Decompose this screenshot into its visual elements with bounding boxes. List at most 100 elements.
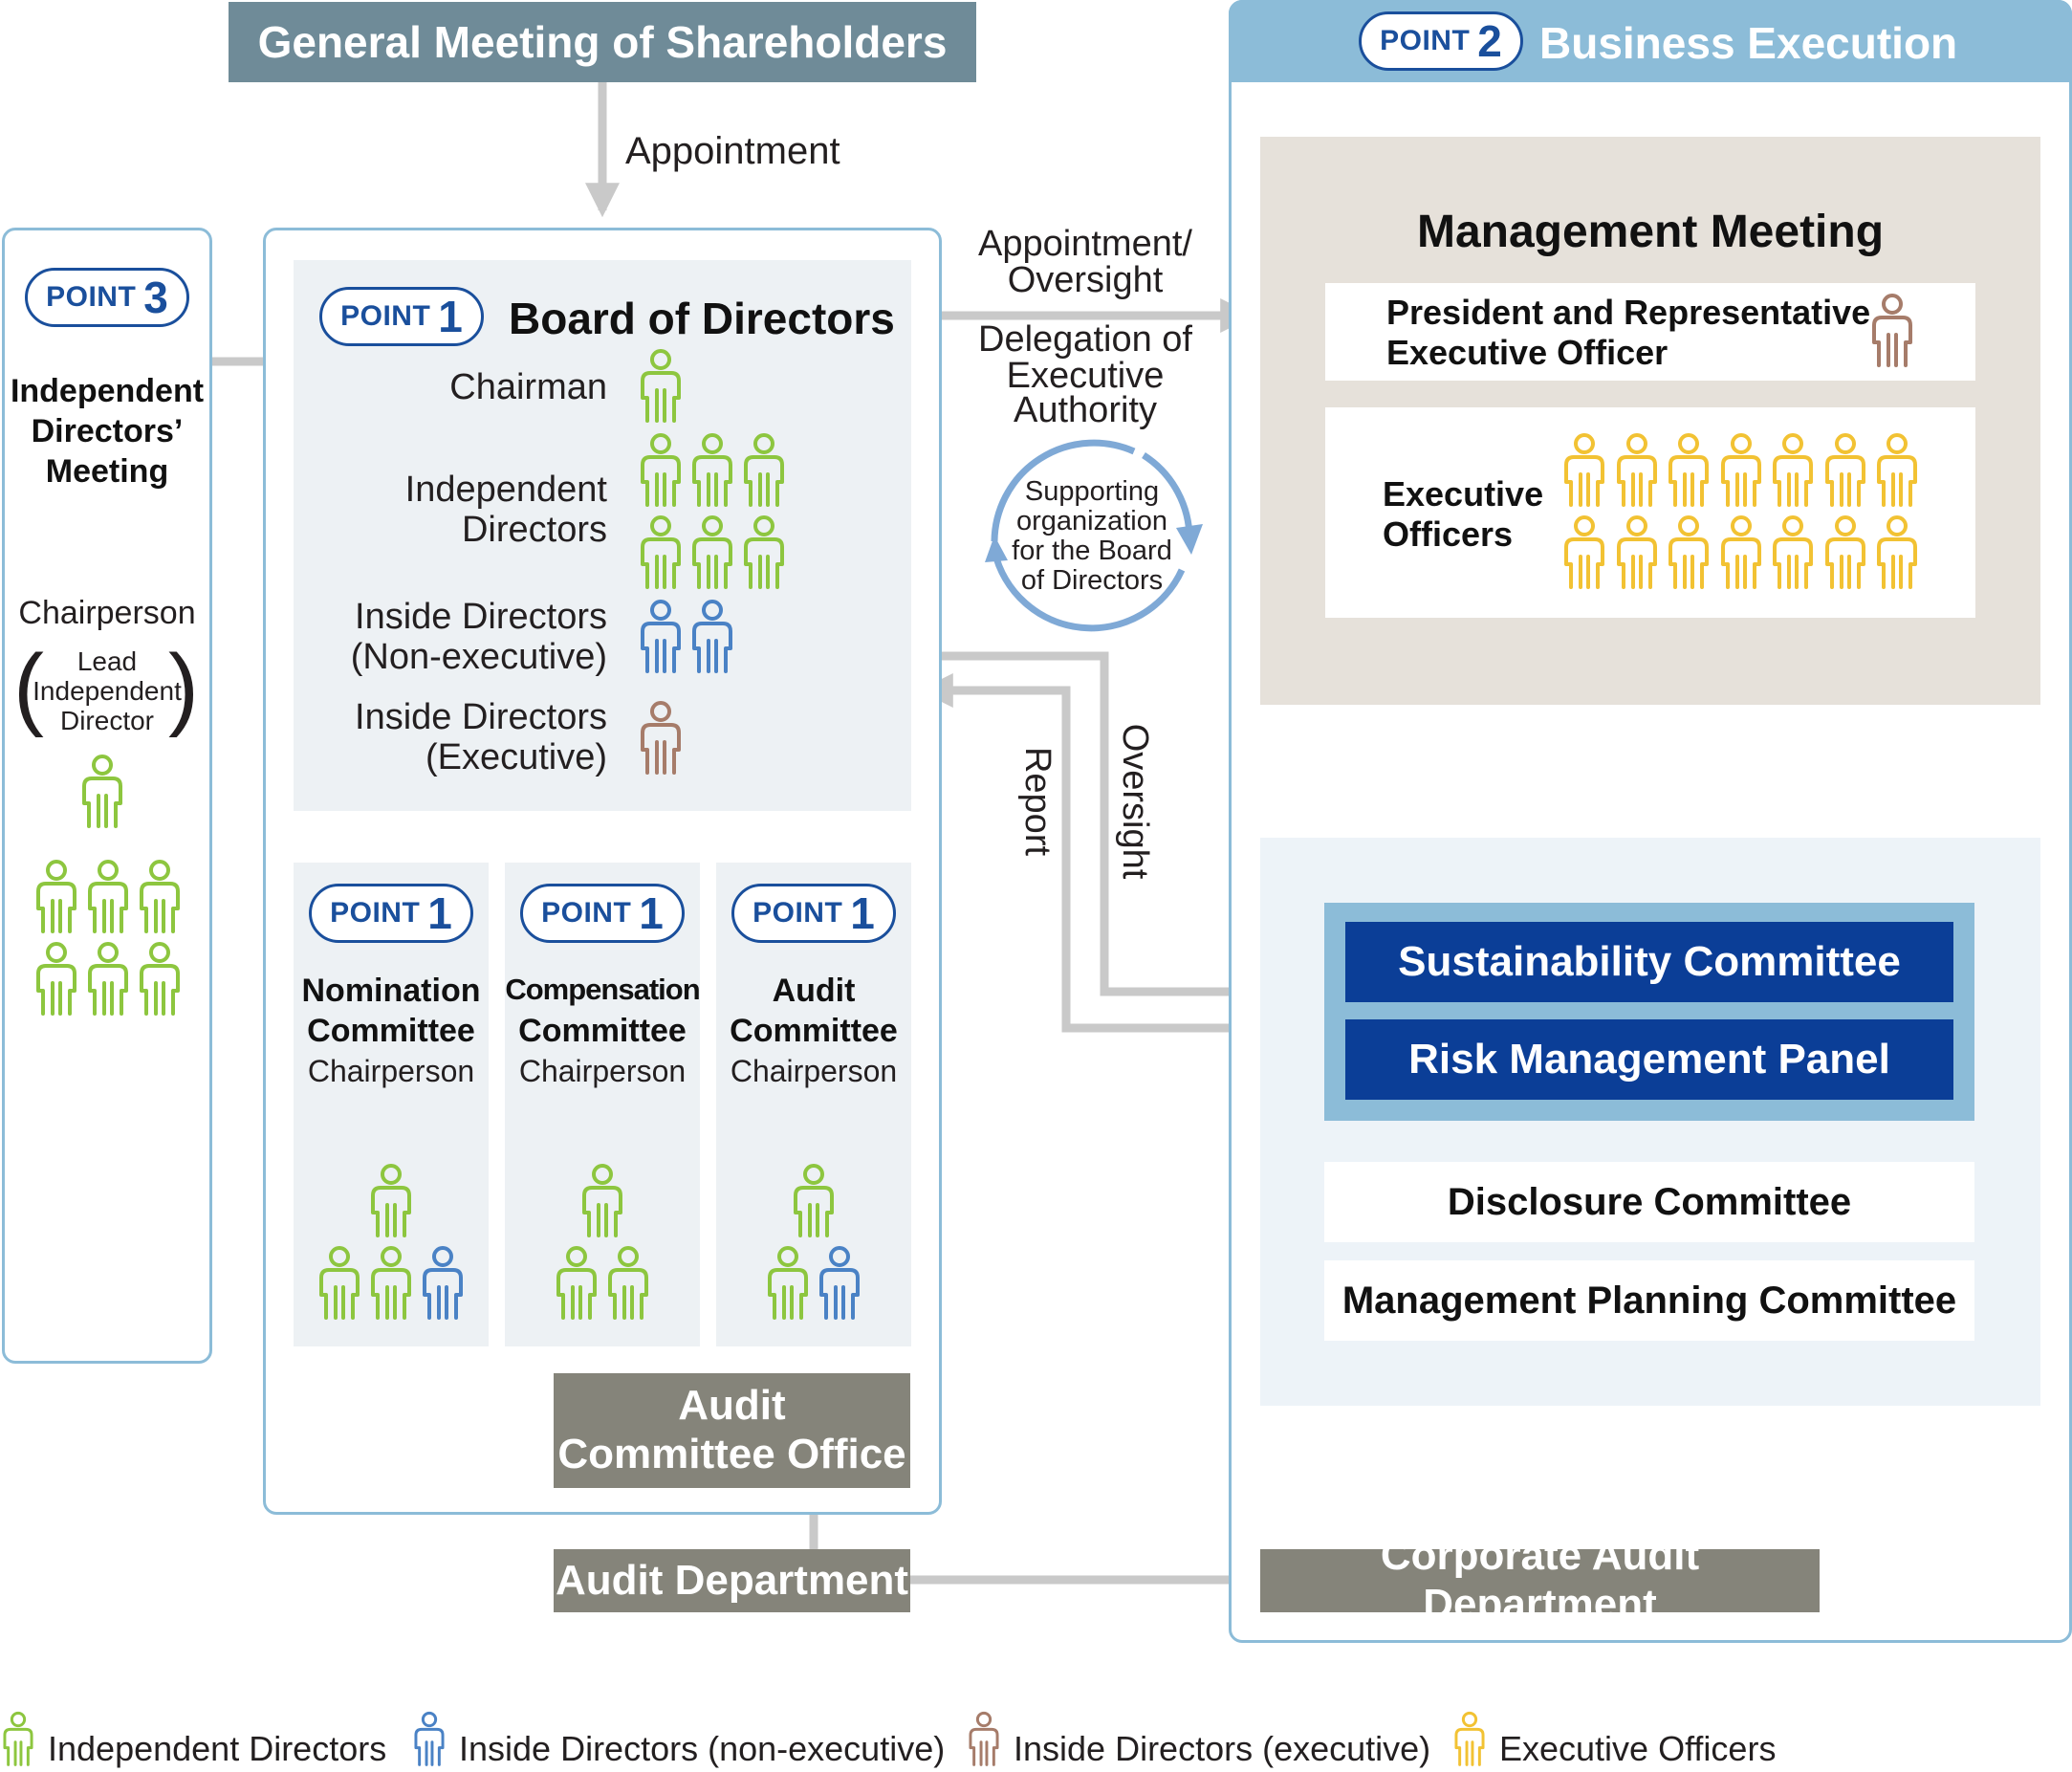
audit-office-line2: Committee Office <box>557 1431 906 1477</box>
person-icon <box>792 1163 836 1237</box>
person-icon <box>1875 432 1919 507</box>
person-icon <box>86 859 130 933</box>
chairman-label: Chairman <box>449 367 607 407</box>
appointment-label: Appointment <box>625 130 840 172</box>
person-icon <box>138 941 182 1016</box>
person-icon <box>1870 293 1914 367</box>
legend-independent-label: Independent Directors <box>48 1729 387 1768</box>
exec-officers-line2: Officers <box>1383 514 1514 554</box>
person-icon <box>690 514 734 589</box>
lead-paren-right: ) <box>168 636 199 738</box>
person-icon <box>138 859 182 933</box>
person-icon <box>818 1245 862 1320</box>
legend-exec-officers-label: Executive Officers <box>1499 1729 1777 1768</box>
audit-department: Audit Department <box>554 1549 910 1612</box>
nomination-line2: Committee <box>307 1013 475 1049</box>
audit-line1: Audit <box>772 973 856 1009</box>
risk-management-panel: Risk Management Panel <box>1345 1019 1953 1100</box>
indep-meeting-line1: Independent <box>10 373 205 409</box>
person-icon <box>80 754 124 828</box>
oversight-label: Oversight <box>1115 723 1155 880</box>
appointment-oversight-line2: Oversight <box>1007 260 1164 300</box>
independent-directors-line1: Independent <box>404 470 607 510</box>
person-icon <box>421 1245 465 1320</box>
person-icon <box>369 1245 413 1320</box>
management-planning-committee: Management Planning Committee <box>1324 1260 1974 1341</box>
person-icon <box>1615 514 1659 589</box>
person-icon <box>1823 432 1867 507</box>
inside-nonexec-line2: (Non-executive) <box>350 637 607 677</box>
nomination-line1: Nomination <box>301 973 481 1009</box>
disclosure-committee: Disclosure Committee <box>1324 1162 1974 1242</box>
independent-directors-line2: Directors <box>461 510 607 550</box>
person-icon <box>742 514 786 589</box>
legend-inside-nonexec-label: Inside Directors (non-executive) <box>459 1729 946 1768</box>
corporate-audit-department: Corporate Audit Department <box>1260 1532 1820 1628</box>
audit-office-line1: Audit <box>678 1382 786 1430</box>
delegation-line2: Executive <box>1006 356 1165 396</box>
person-icon <box>1823 514 1867 589</box>
indep-meeting-chairperson: Chairperson <box>18 595 196 631</box>
person-icon <box>1771 432 1815 507</box>
inside-nonexec-line1: Inside Directors <box>355 597 607 637</box>
person-icon <box>1667 432 1711 507</box>
person-icon <box>413 1710 446 1767</box>
person-icon <box>1667 514 1711 589</box>
compensation-committee-area <box>505 863 700 1346</box>
compensation-line1: Compensation <box>505 973 700 1006</box>
person-icon <box>1719 432 1763 507</box>
lead-indep-line2: Independent <box>33 676 182 706</box>
person-icon <box>580 1163 624 1237</box>
person-icon <box>1453 1710 1486 1767</box>
indep-meeting-line3: Meeting <box>45 453 169 490</box>
person-icon <box>690 432 734 507</box>
person-icon <box>968 1710 1000 1767</box>
shareholders-meeting-header: General Meeting of Shareholders <box>229 2 976 82</box>
inside-exec-line1: Inside Directors <box>355 697 607 737</box>
person-icon <box>639 514 683 589</box>
person-icon <box>2 1710 34 1767</box>
person-icon <box>86 941 130 1016</box>
person-icon <box>1562 432 1606 507</box>
audit-committee-office: Audit Committee Office <box>554 1373 910 1488</box>
person-icon <box>34 941 78 1016</box>
person-icon <box>555 1245 599 1320</box>
cycle-arrows-icon <box>985 439 1203 632</box>
person-icon <box>1719 514 1763 589</box>
president-box <box>1325 283 1975 381</box>
person-icon <box>690 599 734 673</box>
inside-exec-line2: (Executive) <box>425 737 607 777</box>
compensation-line2: Committee <box>518 1013 687 1049</box>
exec-officers-line1: Executive <box>1383 474 1544 514</box>
person-icon <box>639 348 683 423</box>
person-icon <box>1771 514 1815 589</box>
oversight-arrow <box>910 651 1322 1009</box>
legend-inside-exec-label: Inside Directors (executive) <box>1014 1729 1431 1768</box>
supporting-line2: organization <box>1016 506 1167 536</box>
supporting-line3: for the Board <box>1012 536 1172 566</box>
person-icon <box>639 432 683 507</box>
person-icon <box>1875 514 1919 589</box>
president-line1: President and Representative <box>1386 293 1871 332</box>
person-icon <box>606 1245 650 1320</box>
person-icon <box>369 1163 413 1237</box>
nomination-chairperson: Chairperson <box>307 1054 475 1088</box>
lead-paren-left: ( <box>13 636 44 738</box>
person-icon <box>317 1245 361 1320</box>
lead-indep-line3: Director <box>59 706 154 735</box>
compensation-chairperson: Chairperson <box>518 1054 687 1088</box>
person-icon <box>766 1245 810 1320</box>
audit-line2: Committee <box>730 1013 898 1049</box>
supporting-line4: of Directors <box>1020 565 1164 596</box>
board-of-directors-area <box>294 260 911 811</box>
shareholders-meeting-title: General Meeting of Shareholders <box>257 17 948 67</box>
sustainability-committee: Sustainability Committee <box>1345 922 1953 1002</box>
president-line2: Executive Officer <box>1386 333 1669 372</box>
appointment-oversight-line1: Appointment/ <box>978 224 1192 264</box>
